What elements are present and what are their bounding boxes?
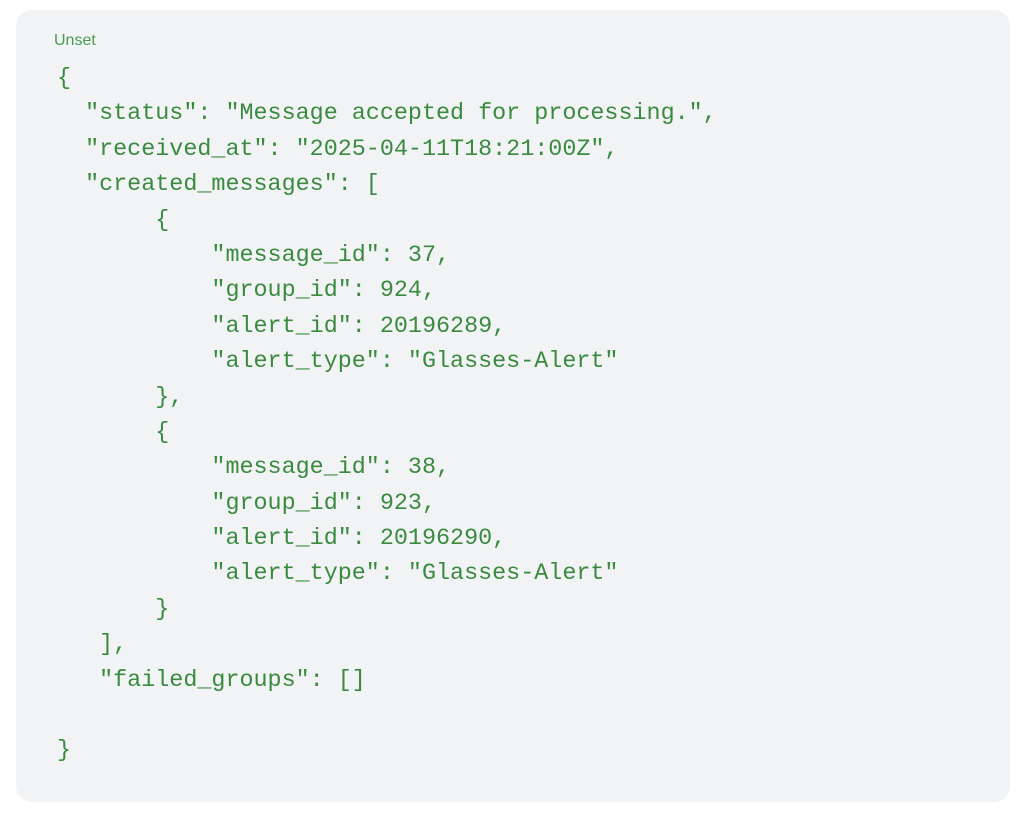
code-line: }, bbox=[57, 384, 184, 411]
code-line: "group_id": 924, bbox=[57, 278, 436, 305]
code-line: "alert_id": 20196289, bbox=[57, 313, 507, 340]
code-line: "created_messages": [ bbox=[57, 172, 380, 199]
code-line: "group_id": 923, bbox=[57, 490, 436, 517]
code-line: ], bbox=[57, 632, 128, 659]
code-content[interactable]: { "status": "Message accepted for proces… bbox=[57, 62, 717, 770]
code-line: } bbox=[57, 596, 170, 623]
code-line: } bbox=[57, 738, 72, 765]
code-line: "message_id": 37, bbox=[57, 242, 451, 269]
code-language-label: Unset bbox=[54, 32, 96, 49]
code-line: "failed_groups": [] bbox=[57, 667, 366, 694]
code-line: "received_at": "2025-04-11T18:21:00Z", bbox=[57, 136, 619, 163]
code-block: Unset { "status": "Message accepted for … bbox=[16, 10, 1010, 802]
code-line: "alert_type": "Glasses-Alert" bbox=[57, 561, 619, 588]
code-line: { bbox=[57, 419, 170, 446]
code-line: "alert_id": 20196290, bbox=[57, 526, 507, 553]
code-line: "message_id": 38, bbox=[57, 455, 451, 482]
code-line: "alert_type": "Glasses-Alert" bbox=[57, 349, 619, 376]
code-line: { bbox=[57, 66, 72, 92]
code-line: { bbox=[57, 207, 170, 234]
code-line bbox=[57, 699, 717, 734]
code-line: "status": "Message accepted for processi… bbox=[57, 101, 717, 128]
